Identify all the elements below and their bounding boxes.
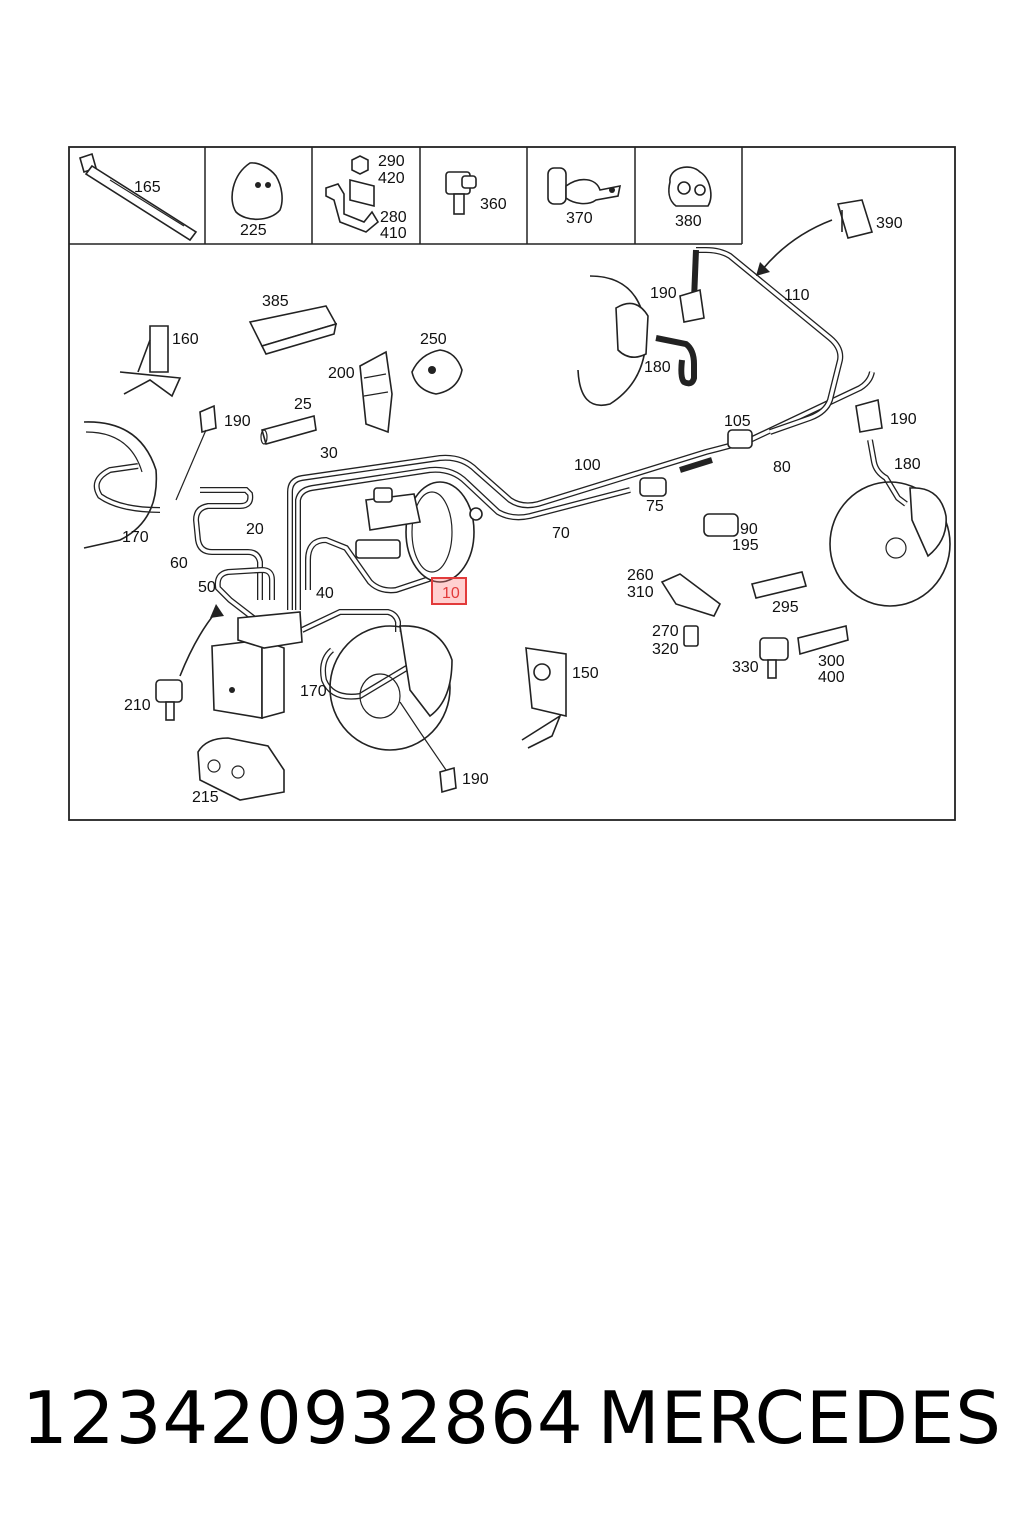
- sleeve-300-icon: [797, 625, 849, 656]
- callout-150: 150: [572, 665, 599, 682]
- callout-215: 215: [192, 789, 219, 806]
- callout-190-a: 190: [650, 285, 677, 302]
- wheel-speed-sensor-icon: [155, 679, 183, 721]
- callout-270: 270: [652, 623, 679, 640]
- callout-80: 80: [773, 459, 791, 476]
- header-label-360: 360: [480, 196, 507, 213]
- callout-70: 70: [552, 525, 570, 542]
- coupling-105-icon: [727, 429, 753, 449]
- callout-160: 160: [172, 331, 199, 348]
- callout-180-b: 180: [894, 456, 921, 473]
- sensor-icon: [445, 171, 477, 215]
- brand-name: MERCEDES: [597, 1376, 1002, 1460]
- callout-60: 60: [170, 555, 188, 572]
- callout-310: 310: [627, 584, 654, 601]
- brake-disc-rear-left-icon: [329, 625, 453, 751]
- shield-bracket-icon: [411, 349, 463, 395]
- sleeve-90-icon: [703, 513, 739, 537]
- header-label-280: 280: [380, 209, 407, 226]
- callout-200: 200: [328, 365, 355, 382]
- sleeve-25-icon: [260, 414, 317, 445]
- brake-disc-right-icon: [829, 481, 951, 607]
- damper-mount-icon: [197, 737, 285, 801]
- bolt-270-icon: [683, 625, 699, 647]
- abs-unit-icon: [211, 611, 303, 720]
- callout-20: 20: [246, 521, 264, 538]
- diagram-frame: [68, 146, 956, 821]
- grommet-icon: [668, 166, 712, 207]
- callout-210: 210: [124, 697, 151, 714]
- clip-icon: [199, 288, 883, 794]
- callout-90: 90: [740, 521, 758, 538]
- callout-25: 25: [294, 396, 312, 413]
- callout-75: 75: [646, 498, 664, 515]
- callout-330: 330: [732, 659, 759, 676]
- header-label-410: 410: [380, 225, 407, 242]
- holder-390-icon: [836, 199, 874, 239]
- pointer-arrow: [761, 219, 833, 271]
- callout-50: 50: [198, 579, 216, 596]
- brake-lines: [93, 247, 908, 700]
- sleeve-295-icon: [751, 571, 807, 599]
- callout-10-highlighted[interactable]: 10: [442, 585, 460, 602]
- cable-tie-icon: [79, 152, 198, 242]
- damper-block-icon: [248, 305, 338, 355]
- callout-100: 100: [574, 457, 601, 474]
- parts-diagram: 165 225 290 420 280 410 360 370 380: [68, 146, 956, 821]
- highlight-box: [431, 577, 467, 605]
- callout-30: 30: [320, 445, 338, 462]
- callout-385: 385: [262, 293, 289, 310]
- header-label-420: 420: [378, 170, 405, 187]
- callout-40: 40: [316, 585, 334, 602]
- header-label-165: 165: [134, 179, 161, 196]
- callout-250: 250: [420, 331, 447, 348]
- callout-180-a: 180: [644, 359, 671, 376]
- callout-190-b: 190: [224, 413, 251, 430]
- nut-bracket-icon: [325, 155, 380, 233]
- part-number: 12342093286​4: [22, 1376, 584, 1460]
- clamp-icon: [547, 167, 622, 205]
- pointer-arrow: [179, 611, 217, 677]
- coupling-75-icon: [639, 477, 667, 497]
- callout-190-c: 190: [890, 411, 917, 428]
- caliper-bracket-icon: [521, 647, 567, 749]
- brake-disc-left-icon: [83, 421, 158, 549]
- caliper-holder-icon: [119, 325, 182, 398]
- callout-400: 400: [818, 669, 845, 686]
- callout-190-d: 190: [462, 771, 489, 788]
- header-label-290: 290: [378, 153, 405, 170]
- header-label-225: 225: [240, 222, 267, 239]
- callout-195: 195: [732, 537, 759, 554]
- sensor-330-icon: [759, 637, 789, 679]
- callout-390: 390: [876, 215, 903, 232]
- callout-105: 105: [724, 413, 751, 430]
- callout-300: 300: [818, 653, 845, 670]
- brake-disc-upper-icon: [577, 275, 649, 406]
- callout-295: 295: [772, 599, 799, 616]
- callout-170-b: 170: [300, 683, 327, 700]
- mounting-bracket-icon: [359, 350, 393, 434]
- footer: 12342093286​4 MERCEDES: [0, 1370, 1024, 1470]
- header-label-380: 380: [675, 213, 702, 230]
- callout-110: 110: [784, 287, 810, 304]
- round-bracket-icon: [231, 162, 283, 221]
- callout-260: 260: [627, 567, 654, 584]
- header-label-370: 370: [566, 210, 593, 227]
- bracket-260-icon: [660, 573, 722, 617]
- callout-170-a: 170: [122, 529, 149, 546]
- callout-320: 320: [652, 641, 679, 658]
- brake-booster-icon: [355, 481, 483, 583]
